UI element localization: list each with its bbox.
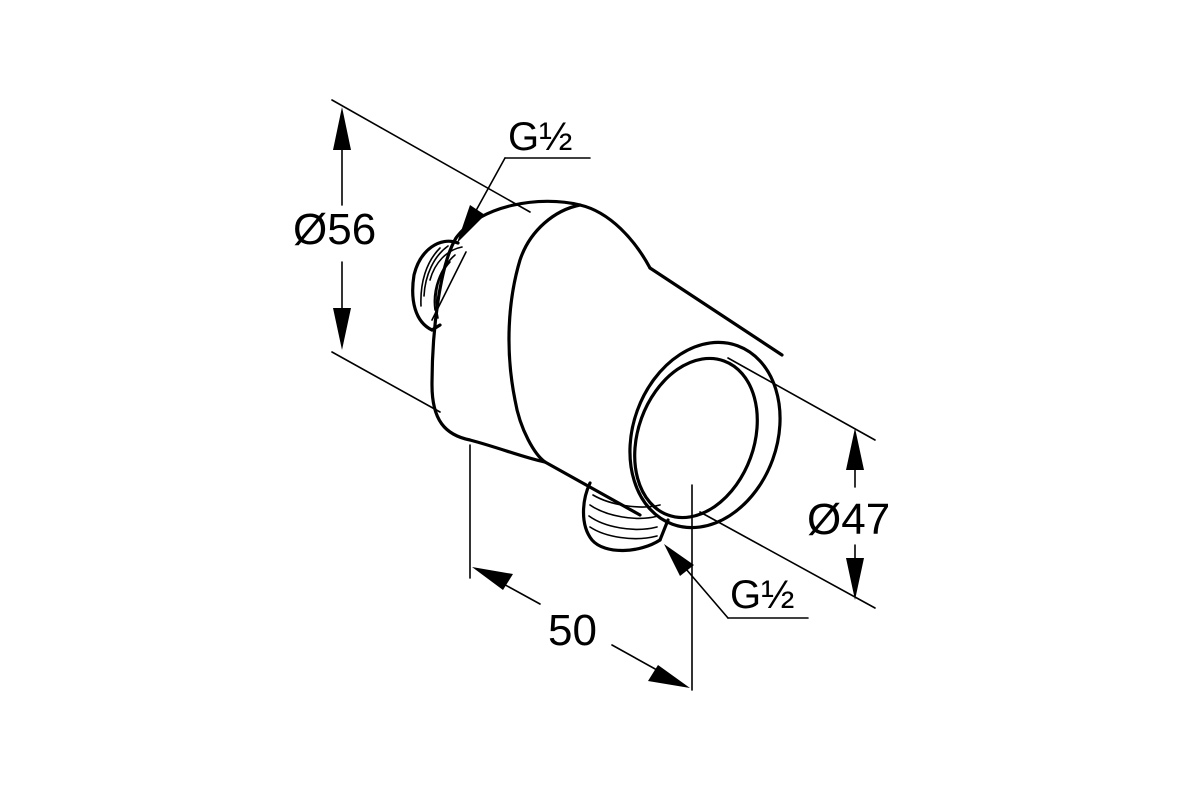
elbow-body (430, 199, 784, 517)
dimension-depth-50: 50 (469, 444, 693, 691)
inlet-thread (411, 239, 467, 332)
outlet-face (628, 340, 782, 530)
dimension-diameter-47: Ø47 (699, 357, 890, 609)
label-outlet-thread: G½ (730, 573, 794, 617)
label-diameter-56: Ø56 (293, 205, 376, 254)
label-inlet-thread: G½ (508, 115, 572, 159)
label-diameter-47: Ø47 (807, 495, 890, 544)
dimension-inlet-thread: G½ (457, 115, 591, 243)
outlet-thread (581, 481, 670, 553)
dimension-outlet-thread: G½ (664, 544, 809, 619)
label-depth-50: 50 (548, 606, 597, 655)
dimension-diameter-56: Ø56 (293, 99, 531, 413)
